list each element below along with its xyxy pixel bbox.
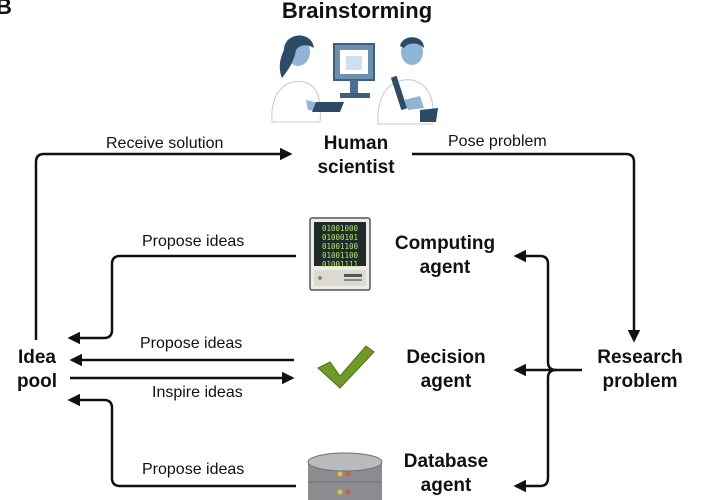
human-scientist-label: Human scientist xyxy=(317,133,395,178)
propose-ideas-computing-label: Propose ideas xyxy=(142,233,245,250)
propose-ideas-database-label: Propose ideas xyxy=(142,461,245,478)
screen-line-4: 01001100 xyxy=(322,251,359,260)
brace-to-computing-arrow xyxy=(513,249,557,372)
idea-pool-label: Idea pool xyxy=(16,347,58,392)
computing-agent-label: Computing agent xyxy=(394,233,496,278)
propose-ideas-computing-arrow xyxy=(67,254,296,345)
receive-solution-arrow xyxy=(34,147,293,340)
screen-line-3: 01001100 xyxy=(322,242,359,251)
brace-to-database-arrow xyxy=(513,368,557,493)
propose-ideas-database-arrow xyxy=(67,393,296,488)
two-scientists-with-computer-illustration xyxy=(271,35,438,125)
screen-line-1: 01001000 xyxy=(322,224,359,233)
screen-line-2: 01000101 xyxy=(322,233,358,242)
database-icon xyxy=(307,452,383,500)
receive-solution-label: Receive solution xyxy=(106,135,224,152)
research-problem-label: Research problem xyxy=(597,347,683,392)
database-agent-label: Database agent xyxy=(403,451,489,496)
pose-problem-arrow xyxy=(412,152,641,343)
inspire-ideas-label: Inspire ideas xyxy=(152,384,243,401)
panel-title: Brainstorming xyxy=(281,0,433,23)
propose-ideas-decision-label: Propose ideas xyxy=(140,335,243,352)
pose-problem-label: Pose problem xyxy=(448,133,547,150)
panel-letter: B xyxy=(0,0,12,19)
screen-line-5: 01001111 xyxy=(322,260,358,269)
decision-agent-label: Decision agent xyxy=(406,347,486,392)
checkmark-icon xyxy=(317,345,375,389)
retro-computer-icon: 01001000 01000101 01001100 01001100 0100… xyxy=(309,217,371,291)
